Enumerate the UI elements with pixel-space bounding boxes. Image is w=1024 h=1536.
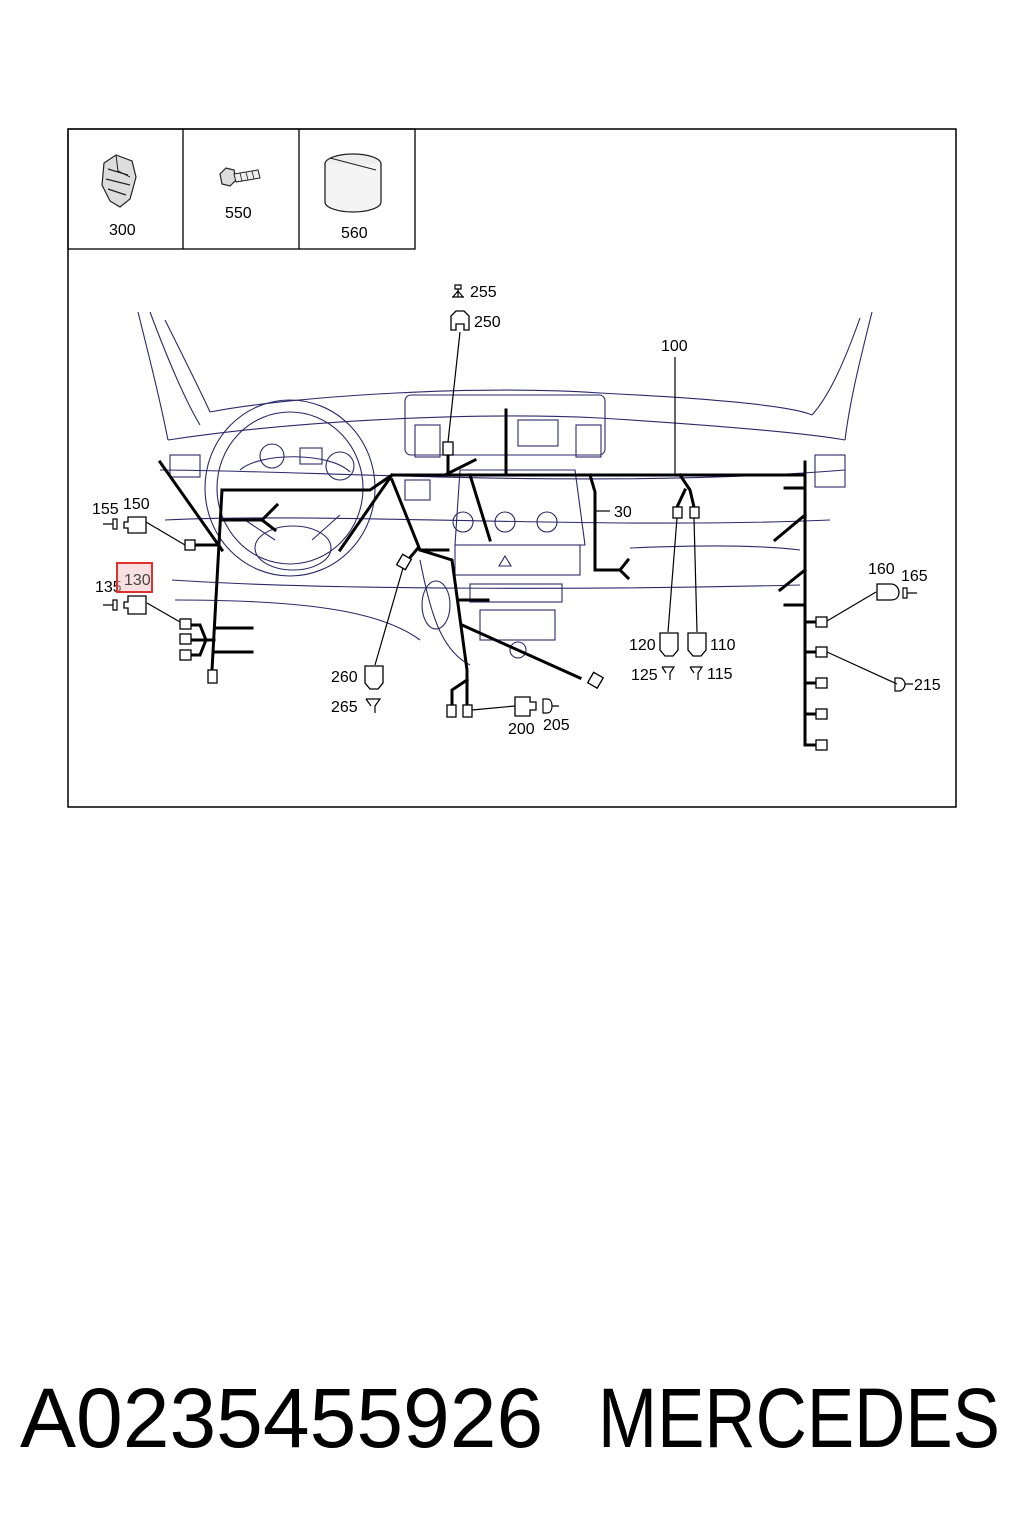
connectors bbox=[179, 441, 828, 751]
callout-100: 100 bbox=[661, 338, 688, 355]
callout-250: 250 bbox=[474, 314, 501, 331]
callout-255: 255 bbox=[470, 284, 497, 301]
bolt-icon bbox=[219, 167, 261, 187]
callout-30: 30 bbox=[614, 504, 632, 521]
callout-265: 265 bbox=[331, 699, 358, 716]
callout-165: 165 bbox=[901, 568, 928, 585]
housing-icon-120 bbox=[659, 632, 679, 657]
housing-icon-260 bbox=[364, 665, 384, 690]
pin-icon-265 bbox=[365, 698, 382, 713]
callout-120: 120 bbox=[629, 637, 656, 654]
plug-symbols bbox=[103, 284, 917, 717]
callout-200: 200 bbox=[508, 721, 535, 738]
callout-125: 125 bbox=[631, 667, 658, 684]
leader-lines bbox=[145, 331, 898, 711]
callout-150: 150 bbox=[123, 496, 150, 513]
pin-icon-135 bbox=[103, 599, 118, 611]
callout-205: 205 bbox=[543, 717, 570, 734]
housing-icon-150 bbox=[123, 516, 147, 534]
brand-caption: MERCEDES bbox=[598, 1371, 1000, 1465]
housing-icon-250 bbox=[450, 310, 470, 331]
callout-155: 155 bbox=[92, 501, 119, 518]
diagram-frame bbox=[67, 128, 957, 808]
callout-260: 260 bbox=[331, 669, 358, 686]
pin-icon-125 bbox=[661, 666, 676, 680]
pin-icon-215 bbox=[894, 677, 913, 692]
callout-215: 215 bbox=[914, 677, 941, 694]
clip-icon bbox=[101, 154, 137, 208]
part-number-caption: A0235455926 bbox=[20, 1371, 543, 1465]
callout-115: 115 bbox=[707, 666, 733, 683]
part-number-550: 550 bbox=[225, 205, 252, 222]
pin-icon-115 bbox=[689, 666, 704, 680]
parts-table: 300 550 560 bbox=[67, 128, 416, 250]
callout-labels: 255 250 100 30 155 150 135 130 160 165 2… bbox=[92, 284, 941, 738]
housing-icon-200 bbox=[514, 696, 537, 717]
pin-icon-155 bbox=[103, 518, 118, 530]
pin-icon-255 bbox=[452, 284, 464, 298]
part-number-560: 560 bbox=[341, 225, 368, 242]
housing-icon-160 bbox=[876, 583, 900, 601]
callout-160: 160 bbox=[868, 561, 895, 578]
tape-roll-icon bbox=[324, 153, 382, 213]
callout-135: 135 bbox=[95, 579, 122, 596]
housing-icon-130 bbox=[123, 595, 147, 615]
callout-130: 130 bbox=[124, 572, 151, 589]
housing-icon-110 bbox=[687, 632, 707, 657]
callout-110: 110 bbox=[710, 637, 736, 654]
dashboard-outline bbox=[137, 311, 873, 666]
pin-icon-165 bbox=[902, 587, 917, 599]
pin-icon-205 bbox=[542, 698, 559, 714]
wiring-harness bbox=[157, 408, 818, 747]
highlight-box-130 bbox=[116, 562, 153, 593]
part-number-300: 300 bbox=[109, 222, 136, 239]
